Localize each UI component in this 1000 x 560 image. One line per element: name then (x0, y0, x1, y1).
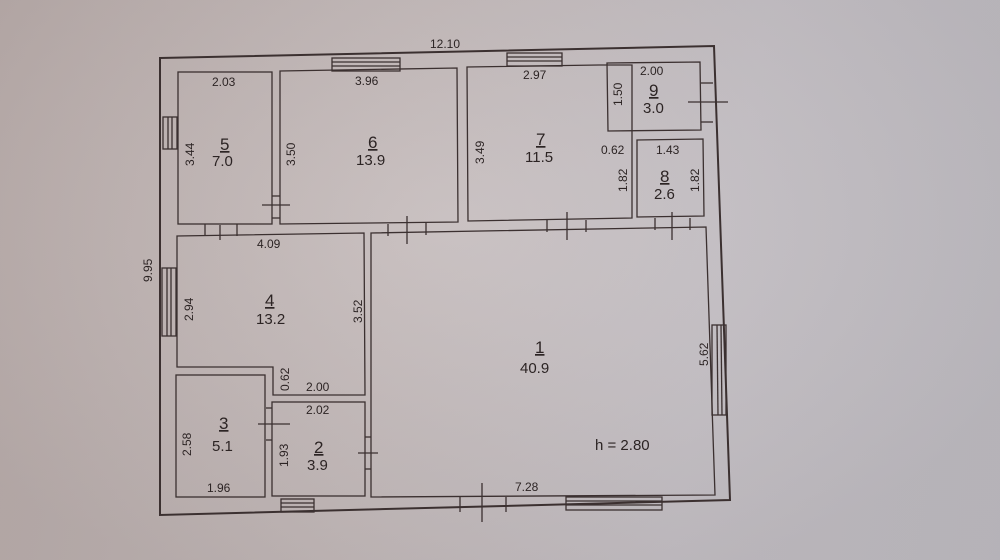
room-5-number: 5 (220, 135, 229, 154)
room-9-outline (606, 61, 702, 132)
room-2-number: 2 (314, 438, 323, 457)
room-3-bottom-dim: 1.96 (207, 481, 231, 495)
room-5-top-dim: 2.03 (212, 75, 236, 89)
room-8-number: 8 (660, 167, 669, 186)
room-7-outline (466, 64, 633, 222)
room-5-area: 7.0 (212, 153, 233, 170)
room-3-number: 3 (219, 414, 228, 433)
overall-height: 9.95 (141, 258, 155, 282)
room-3-left-dim: 2.58 (180, 432, 194, 456)
room-6-left-dim: 3.50 (284, 142, 298, 166)
room-3-outline (175, 374, 266, 498)
room-4-top-dim: 4.09 (257, 237, 281, 251)
window-top-6 (331, 57, 401, 72)
room-4-area: 13.2 (256, 311, 285, 328)
room-1-number: 1 (535, 338, 544, 357)
room-4-notch-height-dim: 0.62 (278, 367, 292, 391)
window-left-4 (161, 267, 177, 337)
room-2-left-dim: 1.93 (277, 443, 291, 467)
ceiling-height: h = 2.80 (595, 437, 650, 454)
room-4-notch-width-dim: 2.00 (306, 380, 330, 394)
room-2-area: 3.9 (307, 457, 328, 474)
window-right-1 (711, 324, 727, 416)
room-9-number: 9 (649, 81, 658, 100)
room-4-outline (176, 232, 366, 396)
room-9-area: 3.0 (643, 100, 664, 117)
room-7-area: 11.5 (525, 149, 553, 166)
window-left-5 (162, 116, 178, 150)
room-7-right-lower-dim: 1.82 (616, 168, 630, 192)
window-top-7 (506, 52, 563, 67)
overall-width: 12.10 (430, 37, 460, 51)
room-2-outline (271, 401, 366, 497)
window-right-9 (701, 82, 713, 123)
room-1-outline (370, 226, 716, 498)
room-4-number: 4 (265, 291, 274, 310)
outer-wall (159, 44, 732, 517)
room-9-top-dim: 2.00 (640, 64, 664, 78)
room-8-top-dim: 1.43 (656, 143, 680, 157)
room-6-area: 13.9 (356, 152, 385, 169)
room-1-bottom-dim: 7.28 (515, 480, 539, 494)
room-3-area: 5.1 (212, 438, 233, 455)
room-7-number: 7 (536, 130, 545, 149)
room-8-right-dim: 1.82 (688, 168, 702, 192)
room-6-number: 6 (368, 133, 377, 152)
door-marks (204, 101, 728, 522)
room-2-top-dim: 2.02 (306, 403, 330, 417)
room-4-left-dim: 2.94 (182, 297, 196, 321)
room-9-left-dim: 1.50 (611, 82, 625, 106)
room-8-outline (636, 138, 705, 218)
room-5-outline (177, 71, 273, 225)
room-8-area: 2.6 (654, 186, 675, 203)
room-1-right-dim: 5.62 (697, 342, 711, 366)
room-7-offset-dim: 0.62 (601, 143, 625, 157)
room-4-right-dim: 3.52 (351, 299, 365, 323)
room-6-top-dim: 3.96 (355, 74, 379, 88)
room-6-outline (279, 67, 459, 225)
room-7-top-dim: 2.97 (523, 68, 547, 82)
room-7-left-dim: 3.49 (473, 140, 487, 164)
window-bottom-1 (565, 496, 663, 511)
room-5-left-dim: 3.44 (183, 142, 197, 166)
window-bottom-2 (280, 498, 315, 513)
room-1-area: 40.9 (520, 360, 549, 377)
